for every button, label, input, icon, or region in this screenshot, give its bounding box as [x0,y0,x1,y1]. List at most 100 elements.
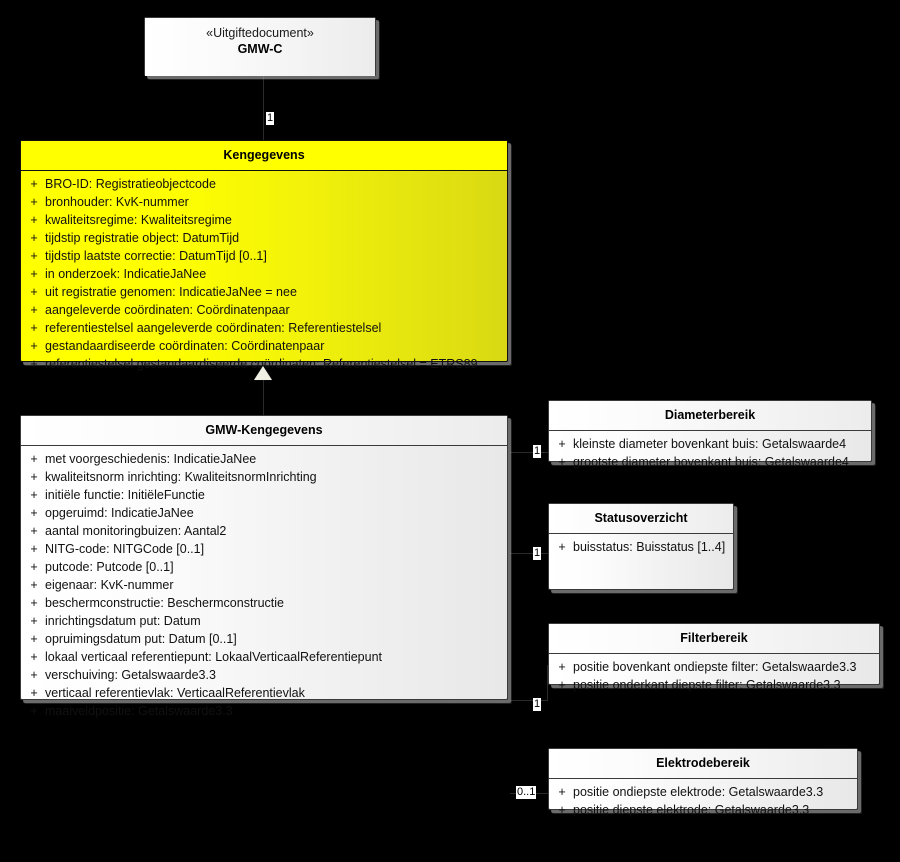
class-attribute-row: +lokaal verticaal referentiepunt: Lokaal… [23,648,505,666]
class-attribute-row: + tijdstip laatste correctie: DatumTijd [… [23,247,505,265]
class-attribute-row: +referentiestelsel aangeleverde coördina… [23,319,505,337]
attribute-visibility: + [30,267,38,281]
class-attribute-row: + opgeruimd: IndicatieJaNee [23,504,505,522]
class-attribute-row: +positie onderkant diepste filter: Getal… [551,676,877,694]
attribute-signature: gestandaardiseerde coördinaten: Coördina… [45,339,325,353]
attribute-signature: inrichtingsdatum put: Datum [45,614,201,628]
attribute-visibility: + [30,231,38,245]
attribute-signature: verticaal referentievlak: VerticaalRefer… [45,686,305,700]
attribute-signature: verschuiving: Getalswaarde3.3 [45,668,216,682]
class-attribute-row: + positie diepste elektrode: Getalswaarde… [551,801,855,819]
class-attribute-row: + inrichtingsdatum put: Datum [23,612,505,630]
class-box-elektrodebereik[interactable]: Elektrodebereik + positie ondiepste elekt… [548,748,858,817]
class-attribute-row: + buisstatus: Buisstatus [1..4] [551,538,731,556]
class-attribute-row: + positie ondiepste elektrode: Getalswaar… [551,783,855,801]
attribute-signature: NITG-code: NITGCode [0..1] [45,542,205,556]
class-attributes-gmw-kengegevens: +met voorgeschiedenis: IndicatieJaNee + kw… [21,446,507,725]
class-attribute-row: +met voorgeschiedenis: IndicatieJaNee [23,450,505,468]
class-box-kengegevens[interactable]: Kengegevens +BRO-ID: Registratieobjectco… [20,140,508,371]
class-attribute-row: +in onderzoek: IndicatieJaNee [23,265,505,283]
attribute-visibility: + [30,321,38,335]
class-header-gmw-c: «Uitgiftedocument» GMW-C [145,18,375,76]
attribute-signature: eigenaar: KvK-nummer [45,578,174,592]
attribute-signature: referentiestelsel gestandaardiseerde coö… [45,357,478,371]
class-box-gmw-kengegevens[interactable]: GMW-Kengegevens +met voorgeschiedenis: I… [20,415,508,718]
attribute-signature: positie bovenkant ondiepste filter: Geta… [573,660,857,674]
class-box-statusoverzicht[interactable]: Statusoverzicht +buisstatus: Buisstatus … [548,503,734,590]
attribute-visibility: + [30,668,38,682]
attribute-visibility: + [30,632,38,646]
class-attribute-row: + opruimingsdatum put: Datum [0..1] [23,630,505,648]
class-attribute-row: + positie bovenkant ondiepste filter: Get… [551,658,877,676]
attribute-visibility: + [30,542,38,556]
attribute-signature: tijdstip registratie object: DatumTijd [45,231,240,245]
attribute-signature: aangeleverde coördinaten: Coördinatenpaa… [45,303,290,317]
attribute-signature: kwaliteitsnorm inrichting: Kwaliteitsnor… [45,470,317,484]
class-attribute-row: + verschuiving: Getalswaarde3.3 [23,666,505,684]
class-name-filterbereik: Filterbereik [680,631,748,645]
class-attribute-row: +uit registratie genomen: IndicatieJaNee… [23,283,505,301]
attribute-visibility: + [558,678,566,692]
connector-gmwkengegevens-statusoverzicht [510,553,548,554]
attribute-signature: positie diepste elektrode: Getalswaarde3… [573,803,810,817]
attribute-signature: grootste diameter bovenkant buis: Getals… [573,455,849,469]
class-box-gmw-c[interactable]: «Uitgiftedocument» GMW-C [144,17,376,76]
attribute-signature: maaiveldpositie: Getalswaarde3.3 [45,704,233,718]
multiplicity-gmwc-kengegevens: 1 [266,112,275,125]
class-attributes-diameterbereik: + kleinste diameter bovenkant buis: Getal… [549,431,871,476]
attribute-signature: positie ondiepste elektrode: Getalswaard… [573,785,824,799]
class-attributes-kengegevens: +BRO-ID: Registratieobjectcode+bronhoude… [21,171,507,378]
class-header-filterbereik: Filterbereik [549,624,879,654]
attribute-signature: beschermconstructie: Beschermconstructie [45,596,284,610]
class-header-elektrodebereik: Elektrodebereik [549,749,857,779]
attribute-signature: opruimingsdatum put: Datum [0..1] [45,632,237,646]
attribute-visibility: + [558,540,566,554]
generalization-arrow-icon [254,366,272,380]
attribute-visibility: + [30,686,38,700]
class-attribute-row: + referentiestelsel gestandaardiseerde co… [23,355,505,373]
class-attribute-row: + beschermconstructie: Beschermconstructi… [23,594,505,612]
attribute-signature: opgeruimd: IndicatieJaNee [45,506,194,520]
attribute-visibility: + [30,357,38,371]
attribute-signature: aantal monitoringbuizen: Aantal2 [45,524,227,538]
class-attribute-row: +maaiveldpositie: Getalswaarde3.3 [23,702,505,720]
attribute-signature: buisstatus: Buisstatus [1..4] [573,540,726,554]
attribute-visibility: + [30,303,38,317]
multiplicity-filterbereik: 1 [533,698,542,711]
attribute-visibility: + [30,339,38,353]
attribute-visibility: + [30,470,38,484]
class-box-diameterbereik[interactable]: Diameterbereik + kleinste diameter bovenk… [548,400,872,469]
class-box-filterbereik[interactable]: Filterbereik + positie bovenkant ondiepst… [548,623,880,692]
class-name-diameterbereik: Diameterbereik [664,408,756,422]
attribute-signature: tijdstip laatste correctie: DatumTijd [0… [45,249,267,263]
class-attribute-row: +kwaliteitsregime: Kwaliteitsregime [23,211,505,229]
connector-gmwc-kengegevens [263,76,264,140]
connector-gmwkengegevens-filterbereik [510,700,548,701]
attribute-visibility: + [30,249,38,263]
class-attributes-filterbereik: + positie bovenkant ondiepste filter: Get… [549,654,879,699]
class-header-gmw-kengegevens: GMW-Kengegevens [21,416,507,446]
attribute-signature: kwaliteitsregime: Kwaliteitsregime [45,213,232,227]
attribute-visibility: + [30,524,38,538]
class-attributes-elektrodebereik: + positie ondiepste elektrode: Getalswaar… [549,779,857,824]
attribute-signature: kleinste diameter bovenkant buis: Getals… [573,437,847,451]
attribute-visibility: + [558,660,566,674]
class-attribute-row: + kwaliteitsnorm inrichting: Kwaliteitsno… [23,468,505,486]
class-attribute-row: +initiële functie: InitiëleFunctie [23,486,505,504]
attribute-visibility: + [30,506,38,520]
attribute-visibility: + [558,785,566,799]
attribute-visibility: + [558,437,566,451]
class-attribute-row: +bronhouder: KvK-nummer [23,193,505,211]
connector-filterbereik-riser [547,665,548,701]
attribute-visibility: + [30,614,38,628]
class-header-diameterbereik: Diameterbereik [549,401,871,431]
attribute-signature: bronhouder: KvK-nummer [45,195,189,209]
class-attribute-row: +putcode: Putcode [0..1] [23,558,505,576]
class-attribute-row: + tijdstip registratie object: DatumTijd [23,229,505,247]
attribute-visibility: + [558,803,566,817]
class-attribute-row: + gestandaardiseerde coördinaten: Coördin… [23,337,505,355]
class-attribute-row: + verticaal referentievlak: VerticaalRefe… [23,684,505,702]
attribute-visibility: + [30,560,38,574]
attribute-visibility: + [30,596,38,610]
